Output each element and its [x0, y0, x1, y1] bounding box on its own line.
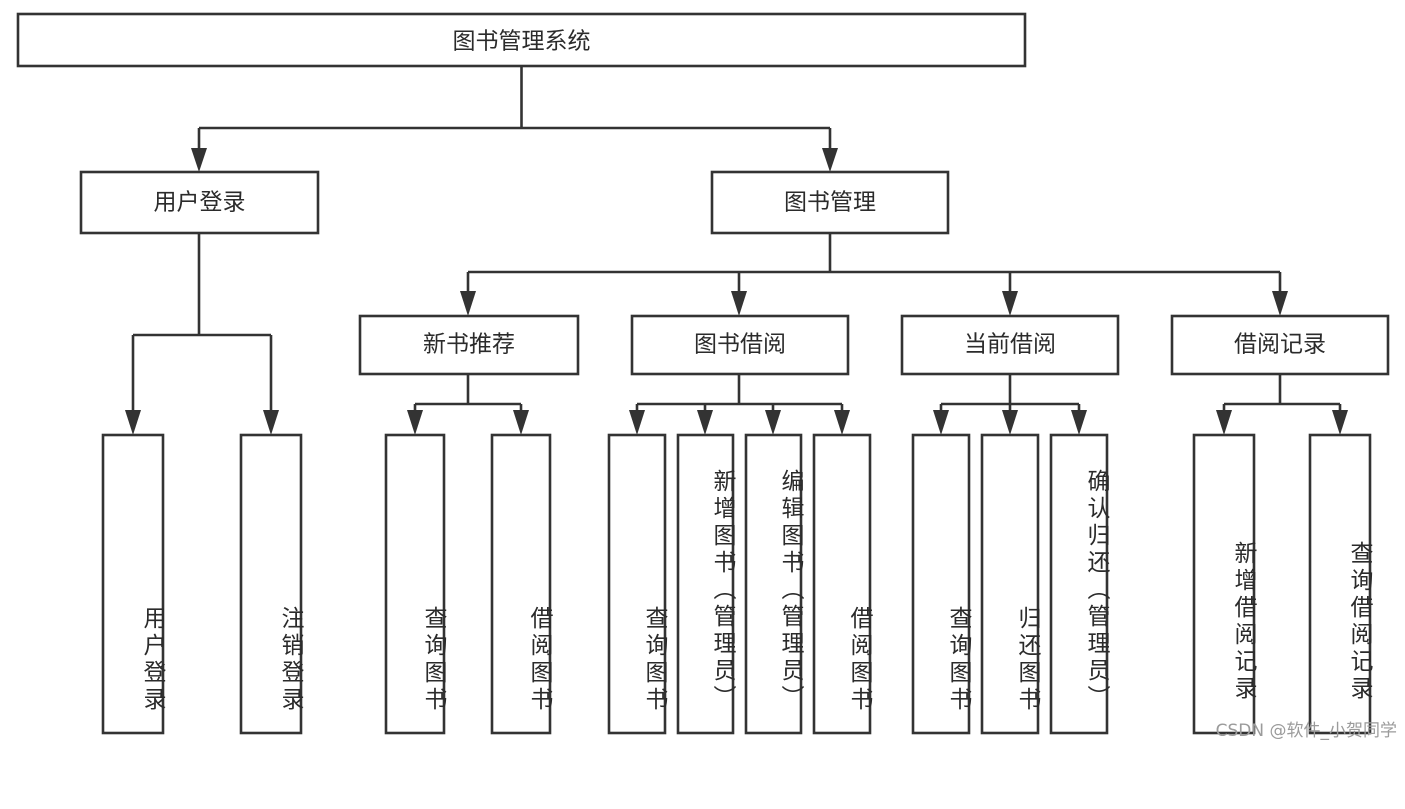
- hierarchy-diagram-svg: 图书管理系统 用户登录 图书管理 新书推荐 图书借阅 当前借阅 借阅记录: [16, 12, 1390, 735]
- arrow-head-bookborrow-leaf-2: [697, 410, 713, 435]
- node-root-system[interactable]: 图书管理系统: [16, 12, 1027, 68]
- arrow-head-borrowrecord-leaf-2: [1332, 410, 1348, 435]
- node-book-borrow-label: 图书借阅: [694, 332, 786, 358]
- node-book-borrow[interactable]: 图书借阅: [630, 314, 850, 376]
- arrow-head-currentborrow-leaf-2: [1002, 410, 1018, 435]
- flowchart-canvas: 图书管理系统 用户登录 图书管理 新书推荐 图书借阅 当前借阅 借阅记录: [16, 12, 1397, 741]
- arrow-head-leaf-logout: [263, 410, 279, 435]
- arrow-head-borrow-record: [1272, 291, 1288, 316]
- leaf-box-cb-confirm-return[interactable]: [1049, 433, 1109, 735]
- csdn-watermark: CSDN @软件_小贺同学: [1215, 721, 1397, 741]
- leaf-box-bb-query-book[interactable]: [607, 433, 667, 735]
- node-user-login-label: 用户登录: [154, 190, 246, 216]
- arrow-head-user-login: [191, 148, 207, 172]
- arrow-head-bookborrow-leaf-4: [834, 410, 850, 435]
- leaf-box-cb-query-book[interactable]: [911, 433, 971, 735]
- arrow-head-leaf-user-login: [125, 410, 141, 435]
- connector-group: [125, 66, 1348, 435]
- arrow-head-book-borrow: [731, 291, 747, 316]
- leaf-box-br-query-record[interactable]: [1308, 433, 1372, 735]
- arrow-head-currentborrow-leaf-3: [1071, 410, 1087, 435]
- leaf-box-bb-borrow-book[interactable]: [812, 433, 872, 735]
- arrow-head-bookborrow-leaf-1: [629, 410, 645, 435]
- leaf-box-user-login[interactable]: [101, 433, 165, 735]
- node-current-borrow-label: 当前借阅: [964, 332, 1056, 358]
- arrow-head-current-borrow: [1002, 291, 1018, 316]
- arrow-head-book-mgmt: [822, 148, 838, 172]
- arrow-head-currentborrow-leaf-1: [933, 410, 949, 435]
- leaf-box-cb-return-book[interactable]: [980, 433, 1040, 735]
- leaf-box-bb-edit-book[interactable]: [744, 433, 803, 735]
- leaf-box-logout[interactable]: [239, 433, 303, 735]
- node-user-login[interactable]: 用户登录: [79, 170, 320, 235]
- arrow-head-bookborrow-leaf-3: [765, 410, 781, 435]
- leaf-box-nb-query-book[interactable]: [384, 433, 446, 735]
- arrow-head-borrowrecord-leaf-1: [1216, 410, 1232, 435]
- arrow-head-newbook-leaf-2: [513, 410, 529, 435]
- leaf-box-nb-borrow-book[interactable]: [490, 433, 552, 735]
- leaf-box-bb-add-book[interactable]: [676, 433, 735, 735]
- node-current-borrow[interactable]: 当前借阅: [900, 314, 1120, 376]
- node-borrow-record-label: 借阅记录: [1234, 332, 1326, 358]
- arrow-head-newbook-leaf-1: [407, 410, 423, 435]
- node-book-management-label: 图书管理: [784, 190, 876, 216]
- node-book-management[interactable]: 图书管理: [710, 170, 950, 235]
- arrow-head-new-book: [460, 291, 476, 316]
- node-borrow-record[interactable]: 借阅记录: [1170, 314, 1390, 376]
- node-new-book-recommend-label: 新书推荐: [423, 332, 515, 358]
- leaf-box-br-add-record[interactable]: [1192, 433, 1256, 735]
- node-new-book-recommend[interactable]: 新书推荐: [358, 314, 580, 376]
- node-root-system-label: 图书管理系统: [453, 29, 591, 55]
